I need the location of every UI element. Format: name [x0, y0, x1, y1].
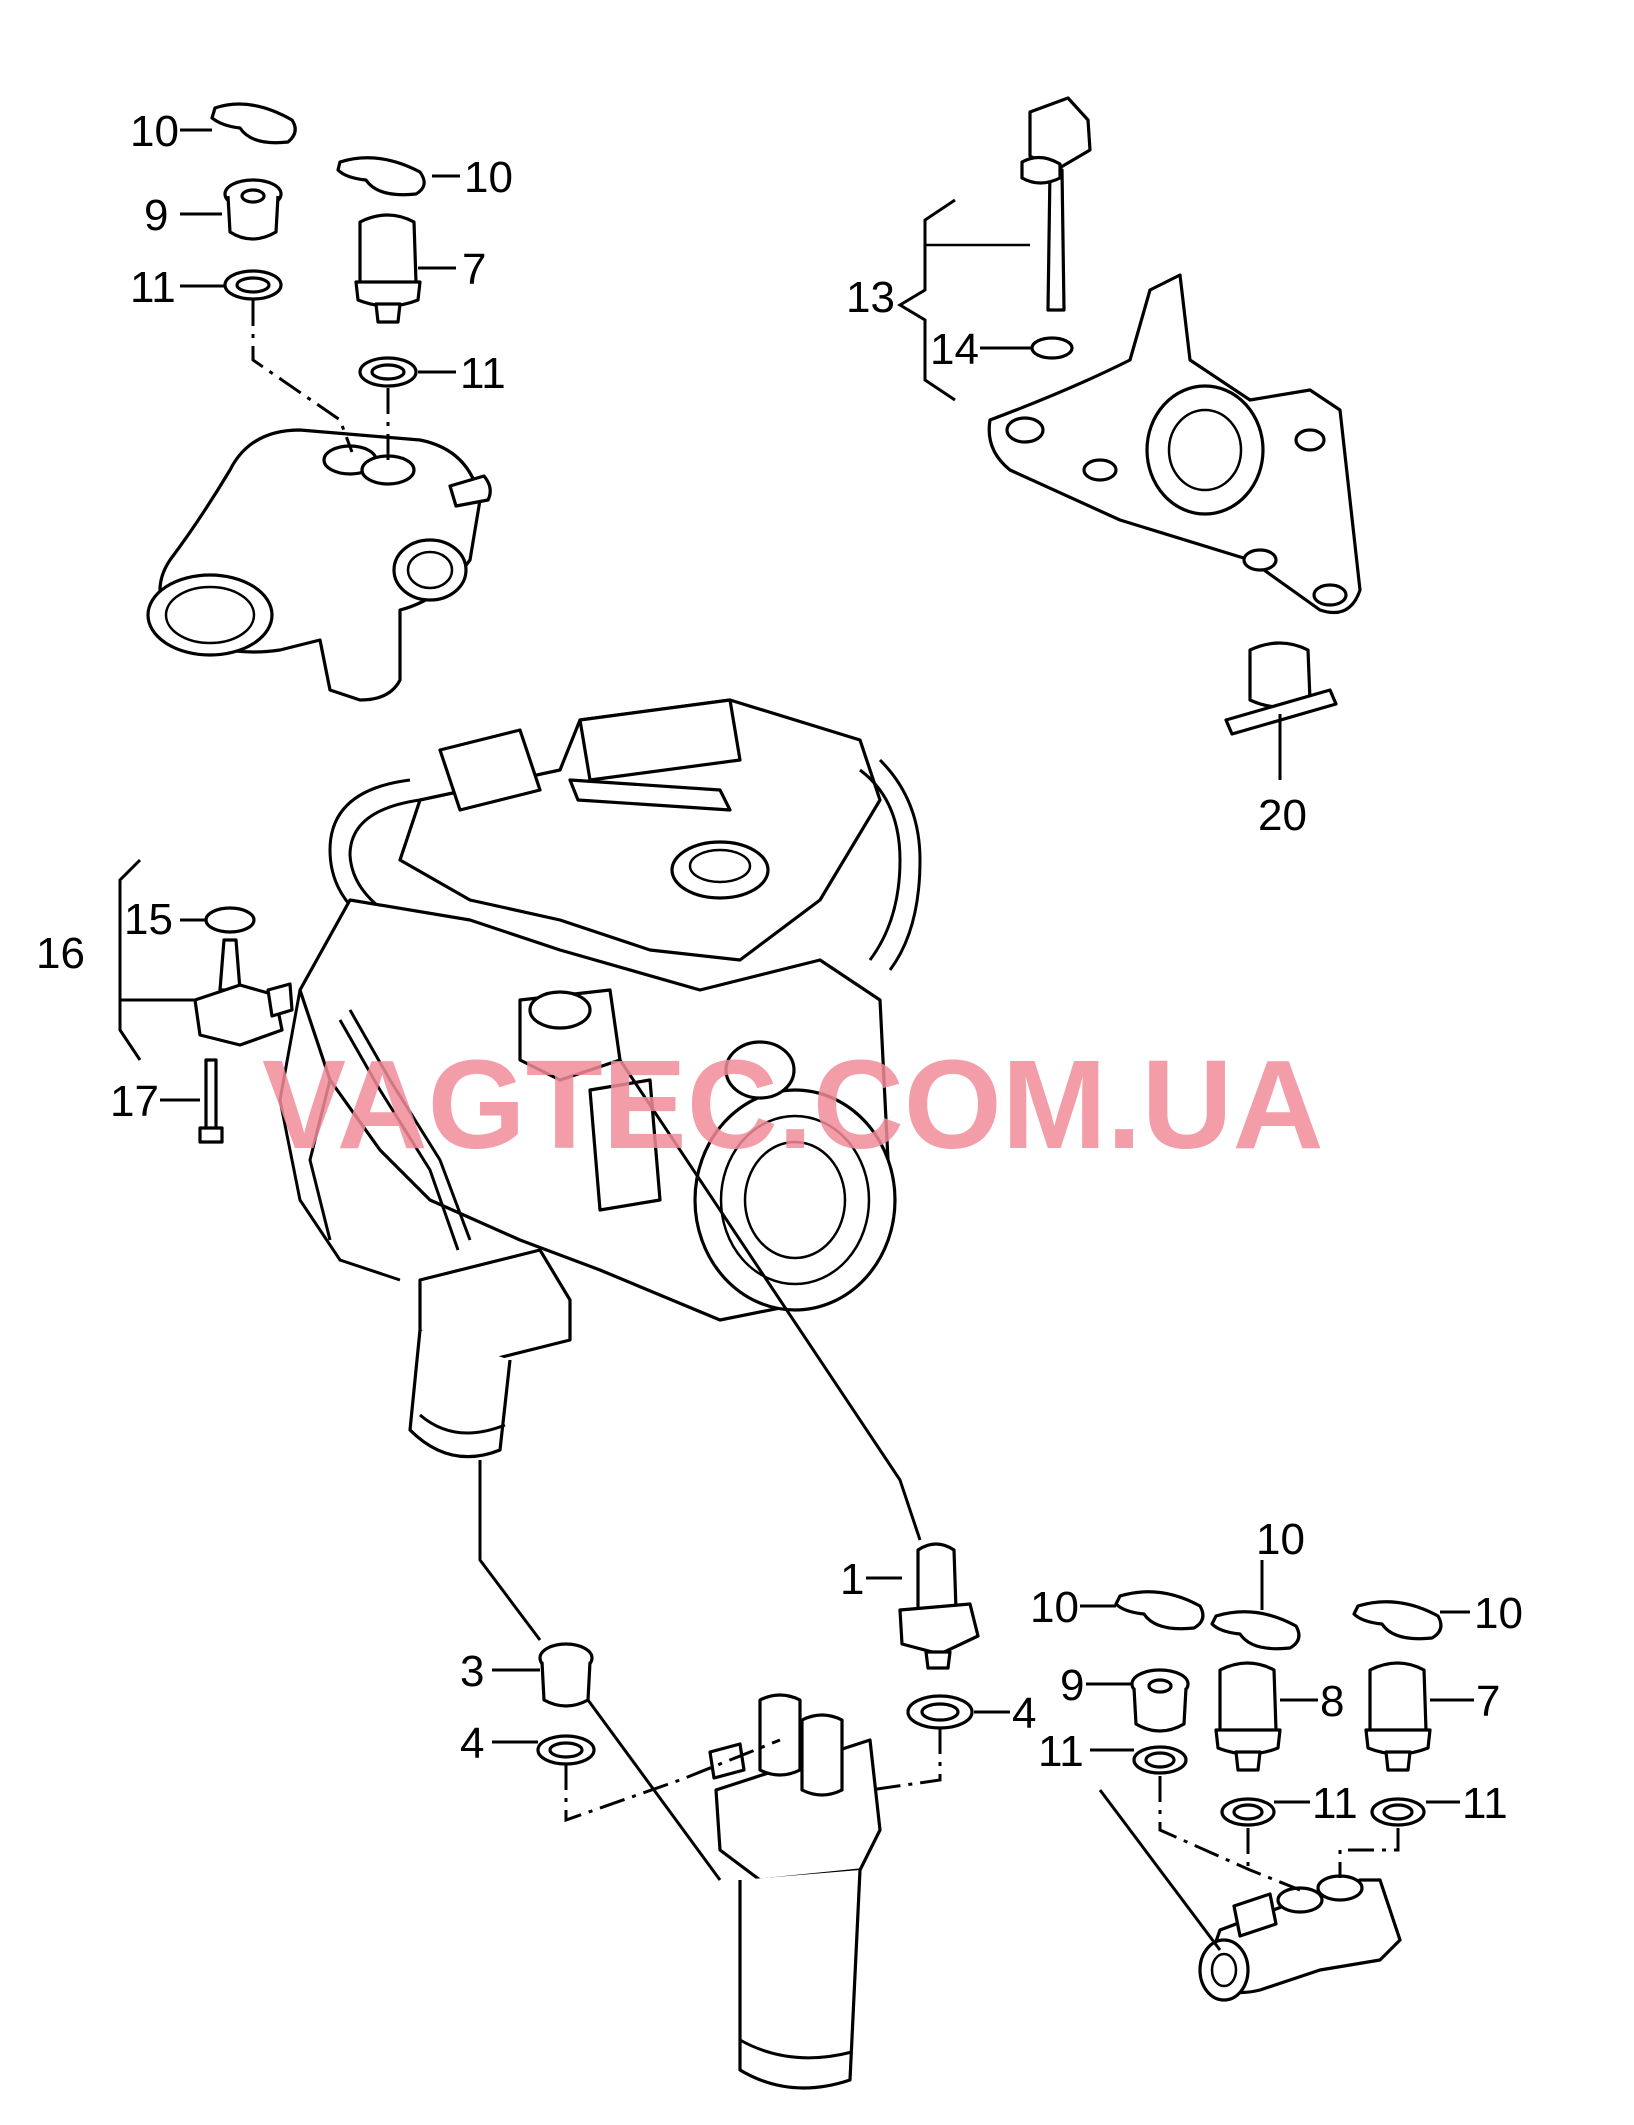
callout-4: 4 — [1012, 1689, 1036, 1738]
retaining-clip — [1210, 1610, 1301, 1651]
callout-10: 10 — [130, 107, 179, 156]
sealing-plug — [223, 178, 283, 241]
watermark: VAGTEC.COM.UA — [262, 1034, 1324, 1175]
coolant-pipe-assembly-bottom-right — [1098, 1590, 1443, 2002]
rear-seal-flange-assembly — [897, 96, 1362, 736]
oil-filter-mounted — [408, 1248, 572, 1459]
retaining-clip — [1352, 1600, 1443, 1641]
callout-11: 11 — [1312, 1779, 1358, 1828]
drain-plug — [538, 1642, 594, 1708]
engine-block — [278, 698, 922, 1459]
sealing-flange — [987, 273, 1362, 615]
oil-pressure-switch — [898, 1542, 980, 1670]
retaining-clip — [1114, 1590, 1205, 1631]
seal-ring — [1030, 336, 1074, 360]
coolant-flange — [146, 428, 492, 702]
callout-10: 10 — [464, 153, 513, 202]
coolant-pipe — [1198, 1874, 1402, 2002]
callout-3: 3 — [460, 1647, 484, 1696]
callout-labels: 10 9 11 10 7 11 13 14 20 15 16 17 1 4 3 … — [36, 107, 1523, 1828]
callout-4: 4 — [460, 1719, 484, 1768]
temperature-sender — [354, 213, 422, 324]
callout-10: 10 — [1030, 1583, 1079, 1632]
coolant-flange-assembly-top-left — [146, 102, 492, 702]
callout-17: 17 — [110, 1077, 159, 1126]
sealing-plug — [1130, 1668, 1190, 1733]
temperature-sender — [1214, 1661, 1282, 1772]
callout-7: 7 — [1476, 1677, 1500, 1726]
callout-10: 10 — [1256, 1515, 1305, 1564]
speed-sensor-assembly — [118, 858, 294, 1144]
temperature-sender — [1364, 1661, 1432, 1772]
callout-16: 16 — [36, 929, 85, 978]
callout-11: 11 — [1038, 1727, 1084, 1776]
callout-leaders — [120, 128, 1474, 1804]
callout-1: 1 — [840, 1555, 864, 1604]
o-ring — [204, 906, 256, 934]
callout-9: 9 — [1060, 1661, 1084, 1710]
callout-13: 13 — [846, 273, 895, 322]
retaining-clip — [210, 102, 297, 145]
retaining-clip — [336, 156, 426, 197]
callout-15: 15 — [124, 895, 173, 944]
callout-11: 11 — [130, 263, 176, 312]
callout-10: 10 — [1474, 1589, 1523, 1638]
oil-level-sender — [1020, 96, 1092, 312]
callout-11: 11 — [460, 349, 506, 398]
oil-filter-assembly-bottom — [478, 1059, 980, 2090]
callout-11: 11 — [1462, 1779, 1508, 1828]
callout-9: 9 — [144, 191, 168, 240]
callout-14: 14 — [930, 325, 979, 374]
valve — [1224, 641, 1338, 736]
callout-20: 20 — [1258, 791, 1307, 840]
callout-8: 8 — [1320, 1677, 1344, 1726]
callout-7: 7 — [462, 245, 486, 294]
